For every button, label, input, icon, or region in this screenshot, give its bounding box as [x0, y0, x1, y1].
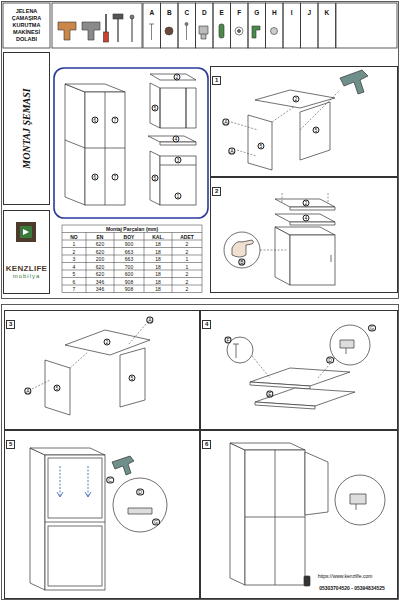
table-header: KAL.	[152, 234, 164, 239]
callout-number: 2	[104, 339, 111, 346]
callout-number: A	[146, 317, 153, 324]
callout-number: 7	[112, 174, 119, 181]
table-cell: 2	[186, 287, 189, 292]
title-box: JELENA ÇAMAŞIRA KURUTMA MAKİNESİ DOLABI	[3, 3, 50, 48]
callout-number: 2	[293, 96, 300, 103]
step-panel: 2	[210, 177, 398, 293]
step-panel: 1	[210, 66, 398, 177]
table-cell: 6	[73, 279, 76, 284]
part-letter: C	[184, 10, 189, 17]
callout-number: 6	[92, 174, 99, 181]
table-header: NO	[70, 234, 78, 239]
table-cell: 620	[96, 249, 104, 254]
callout-number: 4	[173, 136, 180, 143]
callout-number: D	[326, 357, 334, 364]
part-letter: K	[324, 10, 329, 17]
table-cell: 18	[155, 264, 161, 269]
part-letter: D	[202, 10, 207, 17]
table-cell: 663	[125, 257, 133, 262]
callout-number: 2	[174, 74, 181, 81]
step-number: 3	[6, 320, 15, 329]
part-letter: F	[237, 10, 241, 17]
table-cell: 2	[73, 249, 76, 254]
table-cell: 18	[155, 249, 161, 254]
table-cell: 2	[186, 279, 189, 284]
table-cell: 200	[96, 257, 104, 262]
table-header: EN	[97, 234, 104, 239]
table-cell: 2	[186, 242, 189, 247]
step-number: 6	[202, 440, 211, 449]
part-letter: J	[307, 10, 311, 17]
table-cell: 346	[96, 287, 104, 292]
part-letter: A	[149, 10, 154, 17]
table-cell: 908	[125, 279, 133, 284]
part-letter: G	[254, 10, 259, 17]
table-cell: 600	[125, 272, 133, 277]
callout-number: F	[224, 337, 231, 344]
table-title: Montaj Parçaları (mm)	[106, 227, 158, 232]
table-cell: 18	[155, 272, 161, 277]
callout-number: G	[152, 519, 160, 526]
table-cell: 18	[155, 287, 161, 292]
part-letter: B	[167, 10, 172, 17]
step-number: 5	[6, 440, 15, 449]
callout-number: A	[24, 388, 31, 395]
callout-number: C	[106, 477, 114, 484]
table-cell: 3	[73, 257, 76, 262]
callout-number: D	[136, 489, 144, 496]
table-cell: 18	[155, 242, 161, 247]
part-letter: I	[291, 10, 293, 17]
table-cell: 1	[186, 257, 189, 262]
step-number: 2	[212, 187, 221, 196]
table-cell: 7	[73, 287, 76, 292]
table-cell: 620	[96, 264, 104, 269]
callout-number: 2	[303, 200, 310, 207]
table-cell: 900	[125, 242, 133, 247]
table-cell: 663	[125, 249, 133, 254]
table-cell: 4	[73, 264, 76, 269]
callout-number: 6	[92, 117, 99, 124]
table-cell: 18	[155, 279, 161, 284]
step-panel: 5	[4, 430, 200, 599]
step-panel: 3	[4, 310, 200, 430]
sheet-heading: MONTAJ ŞEMASI	[21, 88, 32, 168]
table-cell: 908	[125, 287, 133, 292]
brand-tagline: mobilya	[13, 273, 41, 279]
table-cell: 2	[186, 249, 189, 254]
step-number: 1	[212, 76, 221, 85]
callout-number: A	[228, 148, 235, 155]
callout-number: 5	[258, 143, 265, 150]
callout-number: G	[368, 325, 376, 332]
callout-number: 1	[175, 193, 182, 200]
phone-number: 05303704520 - 05394834525	[319, 586, 385, 591]
callout-number: 5	[152, 105, 159, 112]
table-cell: 1	[73, 242, 76, 247]
table-header: BOY	[124, 234, 135, 239]
part-letter: H	[272, 10, 277, 17]
callout-number: 3	[175, 157, 182, 164]
table-cell: 346	[96, 279, 104, 284]
brand-name: KENZLIFE	[6, 264, 48, 273]
callout-number: 5	[152, 175, 159, 182]
callout-number: 5	[129, 375, 136, 382]
table-cell: 18	[155, 257, 161, 262]
step-number: 4	[202, 320, 211, 329]
callout-number: A	[222, 119, 229, 126]
table-cell: 620	[96, 242, 104, 247]
website: https://www.kenzlife.com	[318, 574, 373, 579]
callout-number: 7	[112, 117, 119, 124]
table-cell: 5	[73, 272, 76, 277]
table-cell: 2	[186, 272, 189, 277]
table-header: ADET	[180, 234, 194, 239]
logo-box: KENZLIFEmobilya	[3, 210, 50, 294]
table-cell: 1	[186, 264, 189, 269]
table-cell: 700	[125, 264, 133, 269]
table-cell: 620	[96, 272, 104, 277]
callout-number: 5	[54, 385, 61, 392]
part-letter: E	[220, 10, 224, 17]
callout-number: 5	[313, 127, 320, 134]
title: JELENA ÇAMAŞIRA KURUTMA MAKİNESİ DOLABI	[6, 8, 48, 42]
callout-number: 4	[303, 215, 310, 222]
sidebar-box: MONTAJ ŞEMASI	[3, 52, 50, 205]
